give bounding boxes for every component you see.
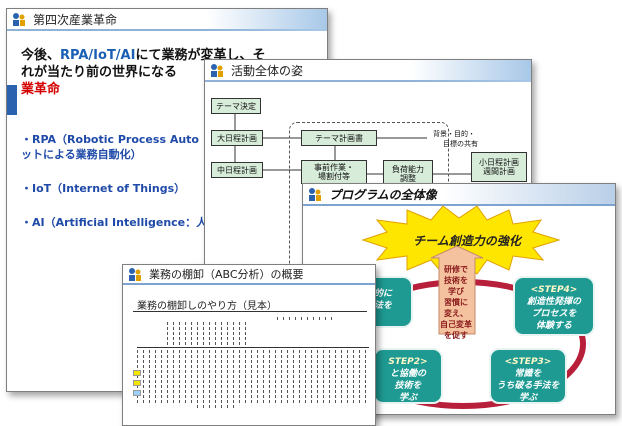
step2-body: と協働の 技術を 学ぶ <box>389 369 426 403</box>
people-icon <box>307 187 323 201</box>
slide4-title: 業務の棚卸（ABC分析）の概要 <box>149 268 304 281</box>
burst-shape <box>361 205 561 275</box>
heading-line2: れが当たり前の世界になる <box>21 65 178 80</box>
box-mid-schedule: 中日程計画 <box>211 162 263 178</box>
center-label: 研修で 技術を 学び 習慣に 変え、 自己変革 を促す <box>440 265 472 340</box>
blue-tab <box>7 85 17 115</box>
note-share-goals: 目標の共有 <box>443 140 478 148</box>
people-icon <box>11 12 27 26</box>
step4-box: <STEP4> 創造性発揮の プロセスを 体験する <box>513 276 595 336</box>
burst-label: チーム創造力の強化 <box>413 234 521 248</box>
highlight-cell <box>133 390 141 396</box>
slide1-title: 第四次産業革命 <box>33 12 118 27</box>
slide3-title-bar: プログラムの全体像 <box>303 184 615 206</box>
step1-body: 的に 法を <box>373 289 392 311</box>
heading-red: 業革命 <box>21 82 61 97</box>
step4-title: <STEP4> <box>530 285 578 295</box>
slide4-title-bar: 業務の棚卸（ABC分析）の概要 <box>123 265 375 285</box>
slide3-title: プログラムの全体像 <box>329 187 437 202</box>
step2-box: STEP2> と協働の 技術を 学ぶ <box>373 348 443 404</box>
slide-abc-analysis: 業務の棚卸（ABC分析）の概要 業務の棚卸しのやり方（見本） <box>122 264 376 426</box>
slide1-heading: 今後、RPA/IoT/AIにて業務が変革し、そ れが当たり前の世界になる 業革命 <box>21 47 321 98</box>
highlight-cell <box>133 380 141 386</box>
highlight-cell <box>133 370 141 376</box>
box-small-schedule: 小日程計画 週間計画 <box>471 152 527 182</box>
box-prework: 事前作業・ 場割付等 <box>301 160 367 184</box>
heading-text: 今後、 <box>21 48 61 63</box>
bullet-list: ・RPA（Robotic Process Auto ットによる業務自動化） ・I… <box>21 132 321 249</box>
bullet-ai: ・AI（Artificial Intelligence：人 <box>21 216 208 229</box>
step3-title: <STEP3> <box>504 357 552 367</box>
people-icon <box>127 267 143 281</box>
title-band <box>207 9 327 31</box>
slide4-subtitle: 業務の棚卸しのやり方（見本） <box>137 301 277 312</box>
box-theme-decision: テーマ決定 <box>211 98 261 114</box>
slide2-title: 活動全体の姿 <box>231 63 304 78</box>
step4-body: 創造性発揮の プロセスを 体験する <box>526 297 581 331</box>
subtitle-rule <box>133 311 367 312</box>
step3-box: <STEP3> 常識を うち破る手法を 学ぶ <box>489 348 567 404</box>
bullet-rpa: ・RPA（Robotic Process Auto <box>21 133 199 146</box>
heading-highlight: RPA/IoT/AI <box>60 48 136 63</box>
slide2-title-bar: 活動全体の姿 <box>205 60 531 82</box>
step3-body: 常識を うち破る手法を 学ぶ <box>496 369 560 403</box>
up-arrow <box>430 245 484 335</box>
bullet-rpa-cont: ットによる業務自動化） <box>21 148 142 161</box>
people-icon <box>209 63 225 77</box>
bullet-iot: ・IoT（Internet of Things） <box>21 182 186 195</box>
box-major-schedule: 大日程計画 <box>211 130 263 146</box>
title-band <box>411 60 531 82</box>
step2-title: STEP2> <box>388 357 428 367</box>
slide1-title-bar: 第四次産業革命 <box>7 9 327 31</box>
note-background: 背景・目的・ <box>433 130 475 138</box>
box-theme-plan: テーマ計画書 <box>301 130 377 146</box>
inventory-table-thumbnail <box>133 317 369 410</box>
flow-connectors <box>234 114 471 175</box>
